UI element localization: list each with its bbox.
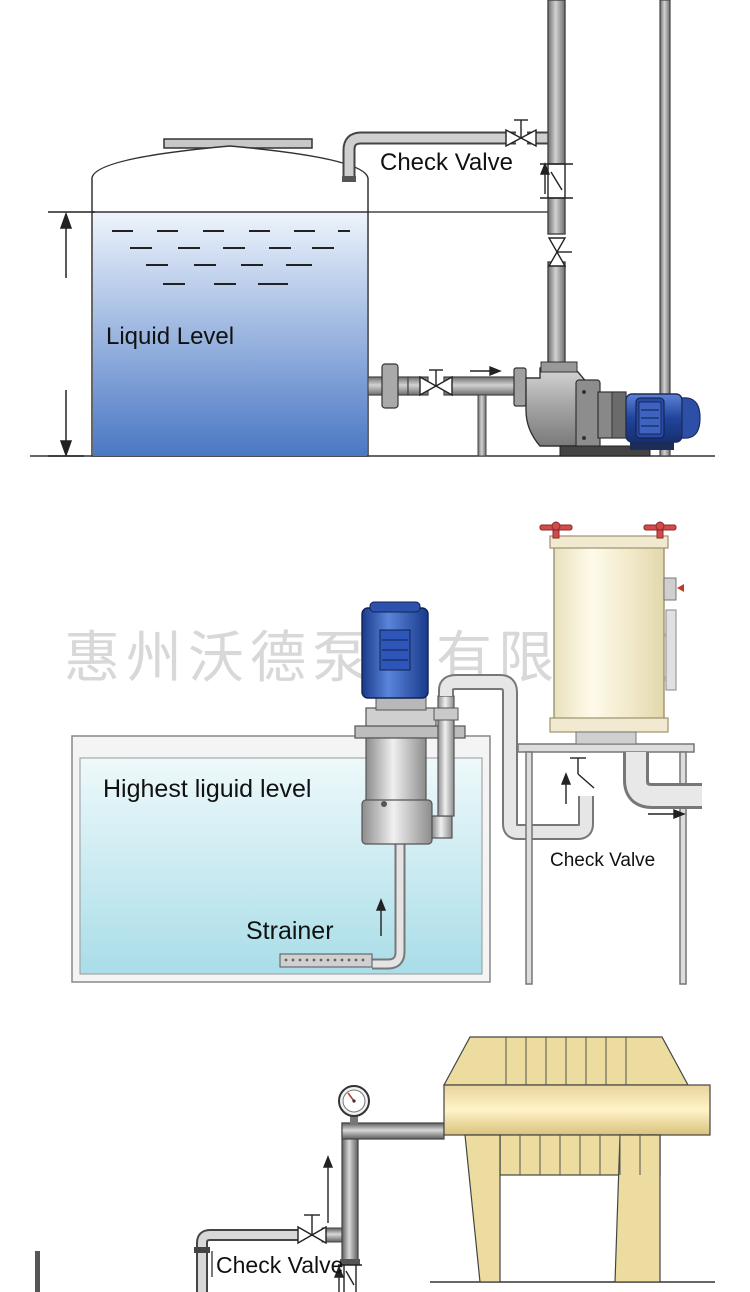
- storage-tank: [91, 138, 369, 457]
- gate-valve-riser: [547, 237, 572, 267]
- filter-plates: [505, 1037, 641, 1175]
- press-leg-right: [614, 1134, 661, 1283]
- liquid-level-label: Liquid Level: [106, 323, 234, 350]
- gate-valve-top: [505, 119, 537, 148]
- flow-arrow-suction: [470, 365, 502, 377]
- flow-arrow-strainer: [375, 898, 387, 936]
- flow-arrow-riser: [539, 162, 551, 194]
- suction-pipe: [367, 363, 527, 457]
- filter-press-diagram: Check Valve: [35, 1036, 715, 1292]
- strainer-label: Strainer: [246, 917, 334, 945]
- tank-pump-diagram: Liquid Level Check Valve: [30, 0, 715, 458]
- flow-arrow-outlet: [648, 808, 686, 820]
- pump-inlet-flange: [513, 367, 527, 407]
- pressure-gauge-icon: [338, 1085, 370, 1117]
- suction-flange: [381, 363, 399, 409]
- open-tank: [71, 735, 491, 983]
- press-beam: [443, 1084, 711, 1136]
- discharge-pipe: [433, 674, 594, 840]
- gate-valve-press: [297, 1214, 327, 1245]
- check-valve-label-middle: Check Valve: [550, 850, 655, 871]
- check-valve-press: [338, 1264, 362, 1292]
- flow-arrow-press: [322, 1155, 334, 1223]
- vent-pipe: [659, 0, 671, 457]
- level-dimension: [48, 211, 95, 458]
- strainer-mesh: [279, 953, 373, 968]
- vertical-pump-diagram: 惠州沃德泵业有限公司 Highest liguid level Strainer: [64, 521, 702, 985]
- highest-level-label: Highest liguid level: [103, 775, 311, 803]
- flow-arrow-check-press: [333, 1265, 345, 1292]
- check-valve-label-top: Check Valve: [380, 149, 513, 176]
- pressure-valve: [663, 577, 677, 601]
- liquid-surface-dashes: [112, 230, 350, 285]
- filter-clamp-wheels: [539, 521, 677, 539]
- filter-press: [442, 1036, 711, 1283]
- tank-liquid: [93, 212, 367, 456]
- filter-housing: [549, 535, 684, 745]
- press-leg-left: [464, 1134, 501, 1283]
- filter-outlet: [623, 752, 702, 809]
- gate-valve-suction: [419, 369, 453, 397]
- panel-filter-press: Check Valve: [0, 1015, 750, 1292]
- discharge-riser: [547, 0, 566, 373]
- check-valve-filter: [570, 757, 595, 789]
- press-feed-pipe: [194, 1115, 445, 1292]
- pump-motor: [625, 393, 701, 450]
- suction-strainer: [279, 838, 406, 970]
- check-valve-label-bottom: Check Valve: [216, 1252, 343, 1278]
- pipe-stub-left: [35, 1251, 40, 1292]
- panel-vertical-pump-filter: 惠州沃德泵业有限公司 Highest liguid level Strainer: [0, 470, 750, 1015]
- centrifugal-pump: [525, 361, 651, 457]
- vertical-pump: [354, 601, 466, 845]
- flow-arrow-check: [560, 772, 572, 804]
- panel-tank-pump: Liquid Level Check Valve: [0, 0, 750, 470]
- filter-stand: [517, 743, 695, 985]
